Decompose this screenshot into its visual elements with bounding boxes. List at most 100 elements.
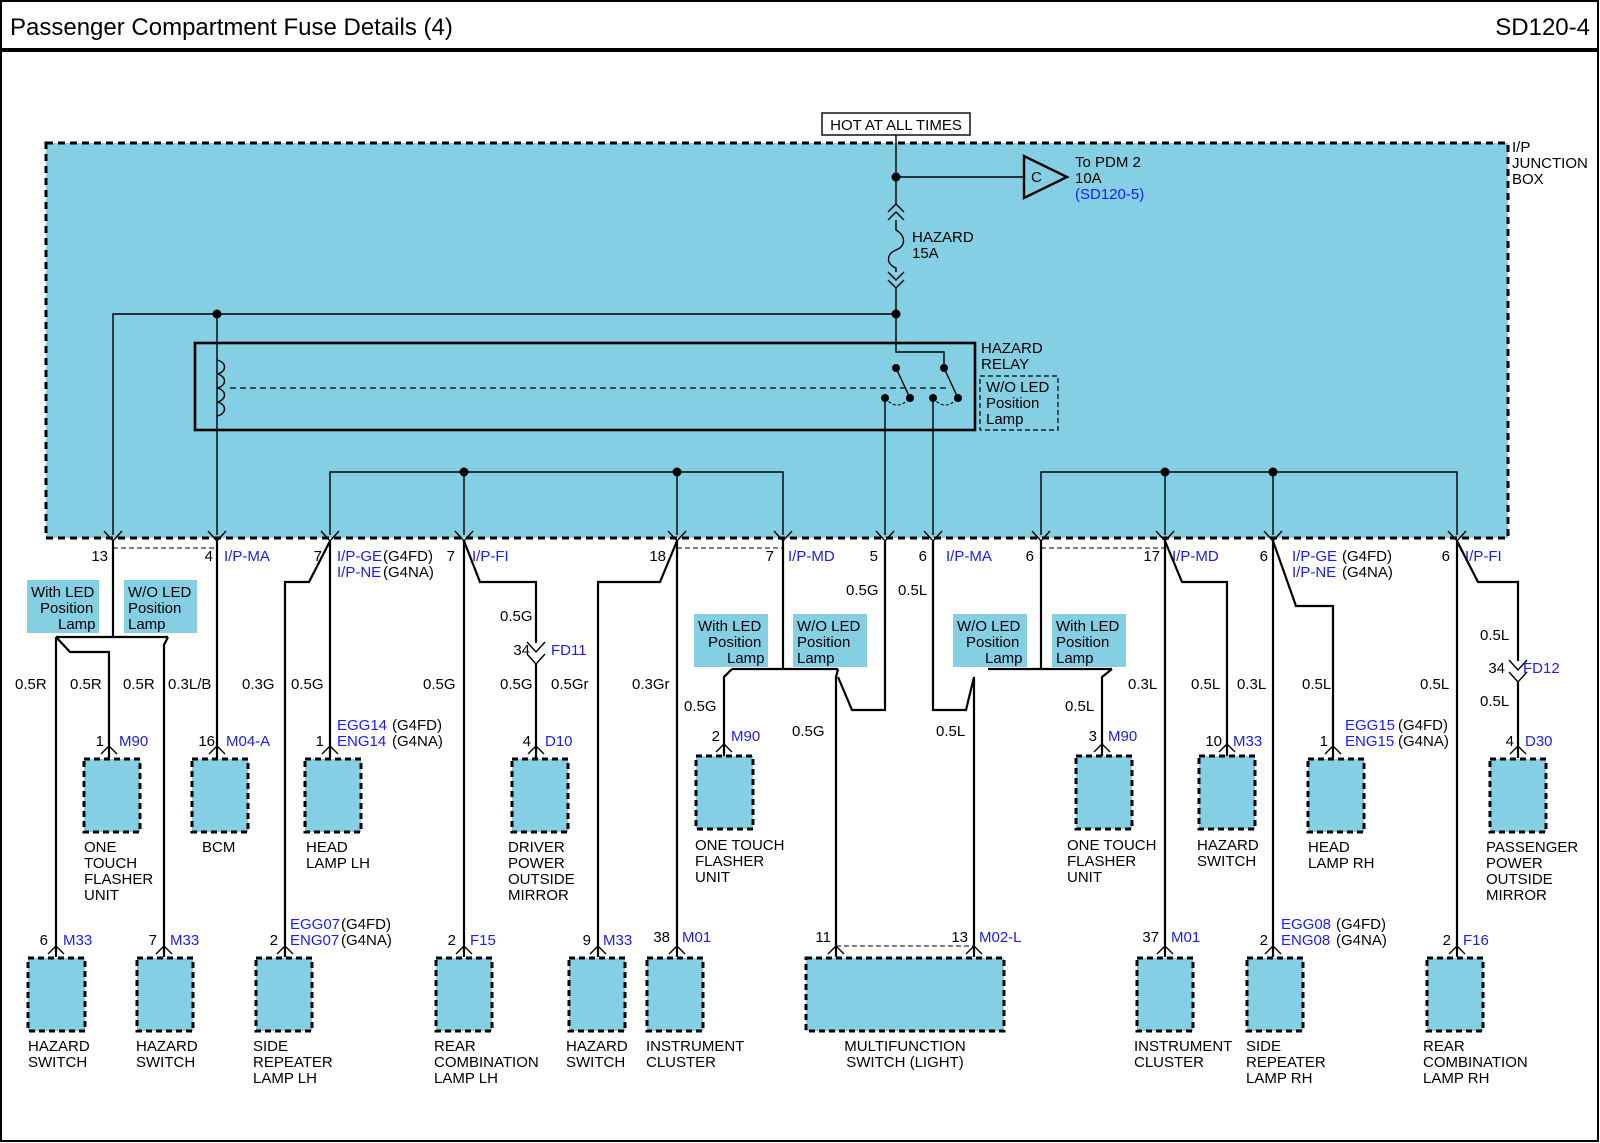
svg-text:UNIT: UNIT [1067, 869, 1102, 886]
svg-text:W/O LED: W/O LED [957, 618, 1021, 635]
svg-text:M33: M33 [63, 932, 92, 949]
conn-ip-md-2: I/P-MD [1172, 548, 1219, 565]
svg-text:(G4FD): (G4FD) [1398, 717, 1448, 734]
svg-text:FLASHER: FLASHER [1067, 853, 1136, 870]
svg-text:BCM: BCM [202, 839, 235, 856]
hot-label: HOT AT ALL TIMES [830, 117, 962, 134]
junction-box-label-1: I/P [1512, 139, 1530, 156]
side-repeater-lamp-rh: 2 EGG08 (G4FD) ENG08 (G4NA) SIDE REPEATE… [1245, 916, 1387, 1087]
terminal-6d: 6 [1442, 548, 1450, 565]
hazard-relay-box [193, 341, 977, 432]
svg-text:M02-L: M02-L [979, 929, 1022, 946]
junction-dot [1268, 467, 1278, 477]
svg-text:4: 4 [1506, 733, 1514, 750]
svg-text:INSTRUMENT: INSTRUMENT [646, 1038, 744, 1055]
terminal-6b: 6 [1026, 548, 1034, 565]
svg-text:CLUSTER: CLUSTER [646, 1054, 716, 1071]
fd12-label: FD12 [1523, 660, 1560, 677]
conn-ip-ne-2-opt: (G4NA) [1342, 564, 1393, 581]
svg-text:4: 4 [523, 733, 531, 750]
svg-text:0.3L: 0.3L [1237, 676, 1266, 693]
relay-name-1: HAZARD [981, 340, 1043, 357]
svg-text:3: 3 [1089, 728, 1097, 745]
hazard-switch-1: 10 M33 HAZARD SWITCH [1197, 733, 1262, 870]
svg-text:ENG15: ENG15 [1345, 733, 1394, 750]
relay-name-2: RELAY [981, 356, 1029, 373]
svg-text:2: 2 [448, 932, 456, 949]
junction-box-label-3: BOX [1512, 171, 1544, 188]
conn-ip-fi-2: I/P-FI [1465, 548, 1502, 565]
svg-text:SWITCH: SWITCH [28, 1054, 87, 1071]
wire-runs [54, 540, 1520, 957]
svg-text:0.3Gr: 0.3Gr [632, 676, 670, 693]
conn-ip-ne-opt: (G4NA) [383, 564, 434, 581]
svg-text:W/O LED: W/O LED [128, 584, 192, 601]
junction-dot [459, 467, 469, 477]
svg-text:REPEATER: REPEATER [1246, 1054, 1326, 1071]
svg-text:LAMP LH: LAMP LH [306, 855, 370, 872]
svg-text:COMBINATION: COMBINATION [434, 1054, 539, 1071]
svg-text:13: 13 [951, 929, 968, 946]
terminal-7b: 7 [447, 548, 455, 565]
inline-connector-fd12 [1508, 659, 1528, 684]
svg-text:Lamp: Lamp [128, 616, 166, 633]
svg-text:SWITCH: SWITCH [136, 1054, 195, 1071]
conn-ip-ma-2: I/P-MA [946, 548, 992, 565]
svg-text:0.5L: 0.5L [1480, 627, 1509, 644]
svg-text:OUTSIDE: OUTSIDE [508, 871, 575, 888]
svg-text:ONE: ONE [84, 839, 117, 856]
svg-text:EGG15: EGG15 [1345, 717, 1395, 734]
svg-text:Lamp: Lamp [727, 650, 765, 667]
svg-text:0.5L: 0.5L [898, 582, 927, 599]
contact-link [884, 397, 959, 406]
svg-text:LAMP LH: LAMP LH [434, 1070, 498, 1087]
svg-text:Lamp: Lamp [58, 616, 96, 633]
svg-text:(G4NA): (G4NA) [1336, 932, 1387, 949]
head-lamp-rh: 1 EGG15 (G4FD) ENG15 (G4NA) HEAD LAMP RH [1306, 717, 1449, 872]
svg-text:M90: M90 [119, 733, 148, 750]
relay-note-2: Position [986, 395, 1039, 412]
svg-text:HAZARD: HAZARD [136, 1038, 198, 1055]
relay-note-3: Lamp [986, 411, 1024, 428]
pdm-label-1: To PDM 2 [1075, 154, 1141, 171]
svg-text:FLASHER: FLASHER [695, 853, 764, 870]
hazard-switch-3: 7 M33 HAZARD SWITCH [135, 932, 199, 1071]
svg-text:37: 37 [1142, 929, 1159, 946]
driver-power-outside-mirror: 4 D10 DRIVER POWER OUTSIDE MIRROR [508, 733, 575, 904]
fd11-pin: 34 [513, 642, 530, 659]
svg-text:10: 10 [1205, 733, 1222, 750]
svg-text:EGG14: EGG14 [337, 717, 387, 734]
relay-contact-arm [943, 367, 959, 399]
svg-text:REPEATER: REPEATER [253, 1054, 333, 1071]
svg-text:(G4NA): (G4NA) [392, 733, 443, 750]
one-touch-flasher-unit-3: 3 M90 ONE TOUCH FLASHER UNIT [1067, 728, 1156, 886]
conn-ip-ge: I/P-GE [337, 548, 382, 565]
fuse-rating: 15A [912, 245, 939, 262]
svg-text:REAR: REAR [434, 1038, 476, 1055]
side-repeater-lamp-lh: 2 EGG07 (G4FD) ENG07 (G4NA) SIDE REPEATE… [253, 916, 392, 1087]
svg-text:Position: Position [708, 634, 761, 651]
svg-text:W/O LED: W/O LED [797, 618, 861, 635]
svg-text:MULTIFUNCTION: MULTIFUNCTION [844, 1038, 965, 1055]
page-title: Passenger Compartment Fuse Details (4) [10, 14, 453, 41]
svg-text:SWITCH: SWITCH [566, 1054, 625, 1071]
terminal-6a: 6 [919, 548, 927, 565]
svg-text:Position: Position [966, 634, 1019, 651]
svg-text:M33: M33 [170, 932, 199, 949]
svg-text:FLASHER: FLASHER [84, 871, 153, 888]
svg-text:EGG07: EGG07 [290, 916, 340, 933]
bus-13 [112, 313, 896, 535]
svg-text:M33: M33 [1233, 733, 1262, 750]
svg-text:0.5G: 0.5G [684, 698, 717, 715]
svg-text:(G4NA): (G4NA) [1398, 733, 1449, 750]
svg-text:CLUSTER: CLUSTER [1134, 1054, 1204, 1071]
conn-ip-ge-opt: (G4FD) [383, 548, 433, 565]
svg-text:0.5G: 0.5G [792, 723, 825, 740]
svg-text:M33: M33 [603, 932, 632, 949]
right-bus [1040, 471, 1458, 535]
svg-text:ENG08: ENG08 [1281, 932, 1330, 949]
svg-text:0.5R: 0.5R [70, 676, 102, 693]
terminal-17: 17 [1143, 548, 1160, 565]
